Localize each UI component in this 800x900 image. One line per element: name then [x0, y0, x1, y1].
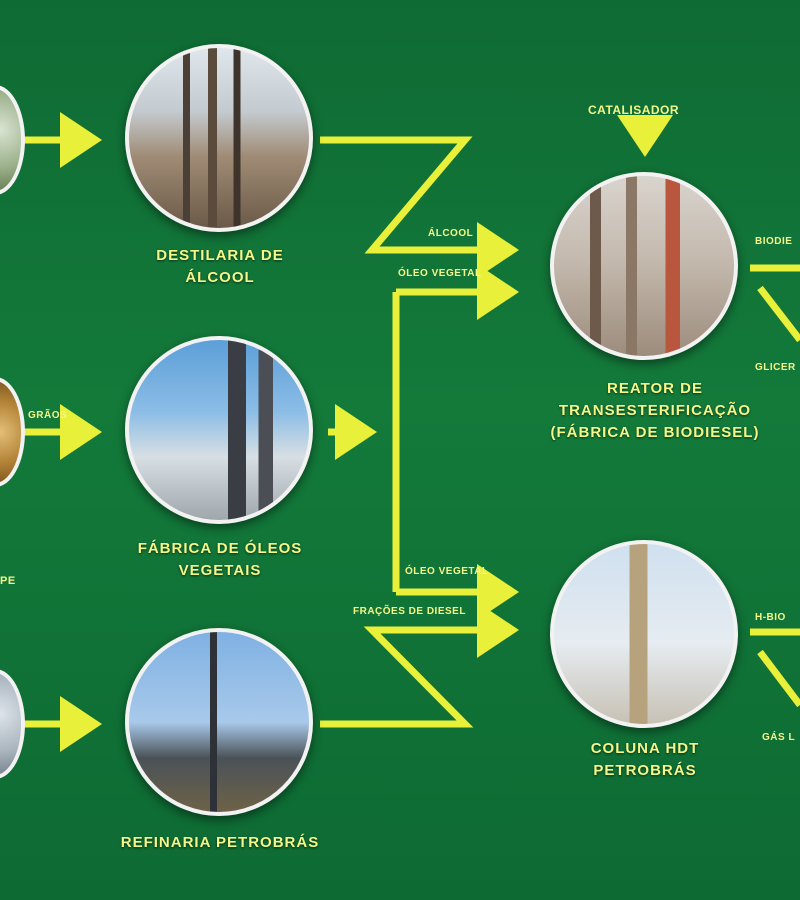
arrow-reactor-glycerin [757, 285, 800, 343]
refinery-caption: REFINARIA PETROBRÁS [100, 832, 340, 854]
biodiesel-out-label: BIODIE [755, 236, 793, 247]
hbio-out-label: H-BIO [755, 612, 786, 623]
gas-out-label: GÁS L [762, 732, 796, 743]
hbio-caption-line1: COLUNA HDT [590, 740, 700, 757]
refinery-photo [125, 628, 313, 816]
reactor-caption-line2: TRANSESTERIFICAÇÃO [558, 402, 752, 419]
seeds-label: GRÃOS [28, 410, 68, 421]
oil-factory-caption: FÁBRICA DE ÓLEOS VEGETAIS [100, 538, 340, 582]
reactor-photo [550, 172, 738, 360]
arrow-alcohol-to-reactor [320, 136, 519, 278]
refinery-caption-line1: REFINARIA PETROBRÁS [120, 834, 320, 851]
oil-factory-caption-line1: FÁBRICA DE ÓLEOS [137, 540, 303, 557]
left-middle-label: PE [0, 575, 16, 587]
oil-factory-photo [125, 336, 313, 524]
distillery-photo [125, 44, 313, 232]
vegetable-oil-bottom-label: ÓLEO VEGETAL [405, 566, 489, 577]
arrow-hbio-gas [757, 649, 800, 708]
oil-factory-caption-line2: VEGETAIS [178, 562, 262, 579]
distillery-caption-line1: DESTILARIA DE [156, 247, 284, 264]
reactor-caption-line1: REATOR DE [607, 380, 703, 397]
hbio-caption: COLUNA HDT PETROBRÁS [525, 738, 765, 782]
vegetable-oil-top-label: ÓLEO VEGETAL [398, 268, 482, 279]
distillery-caption: DESTILARIA DE ÁLCOOL [100, 245, 340, 289]
alcohol-label: ÁLCOOL [428, 228, 474, 239]
reactor-caption: REATOR DE TRANSESTERIFICAÇÃO (FÁBRICA DE… [525, 378, 785, 444]
hbio-column-photo [550, 540, 738, 728]
diesel-fractions-label: FRAÇÕES DE DIESEL [353, 606, 466, 617]
hbio-caption-line2: PETROBRÁS [593, 762, 697, 779]
arrow-diesel-to-hbio [320, 602, 519, 728]
catalyst-label: CATALISADOR [588, 103, 680, 117]
glycerin-out-label: GLICER [755, 362, 796, 373]
distillery-caption-line2: ÁLCOOL [185, 269, 255, 286]
reactor-caption-line3: (FÁBRICA DE BIODIESEL) [550, 424, 760, 441]
